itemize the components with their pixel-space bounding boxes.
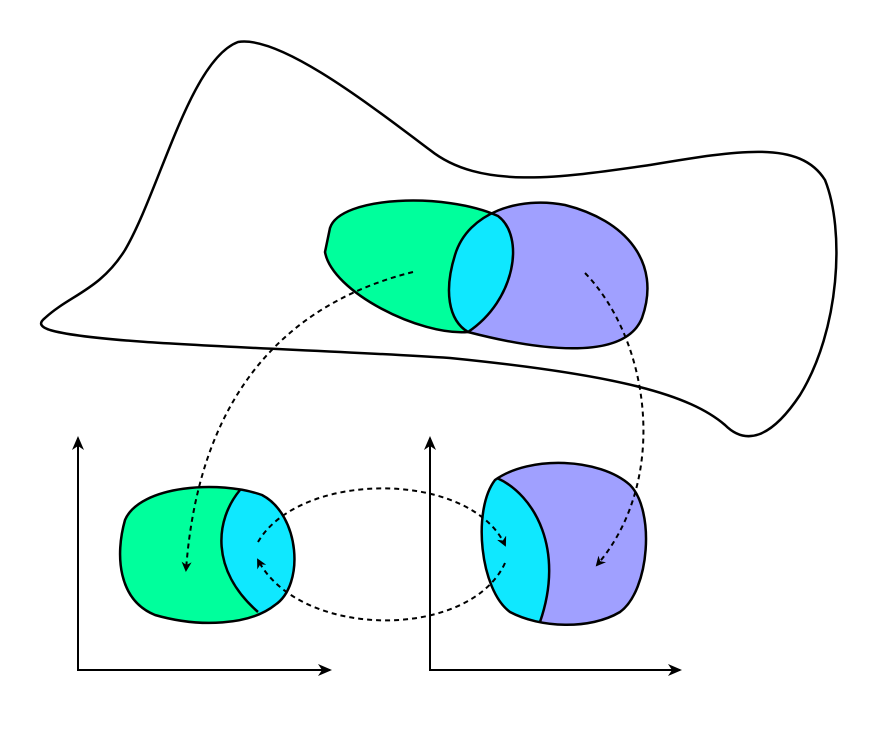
transition-map-arrow-forward — [257, 487, 507, 547]
left-chart-overlap — [221, 487, 295, 620]
chart-map-arrow-right — [584, 272, 645, 567]
left-chart — [72, 436, 332, 676]
chart-map-arrow-left — [181, 271, 414, 572]
top-overlap-regions — [323, 199, 649, 350]
right-chart — [424, 436, 682, 676]
manifold-outline — [39, 40, 838, 438]
